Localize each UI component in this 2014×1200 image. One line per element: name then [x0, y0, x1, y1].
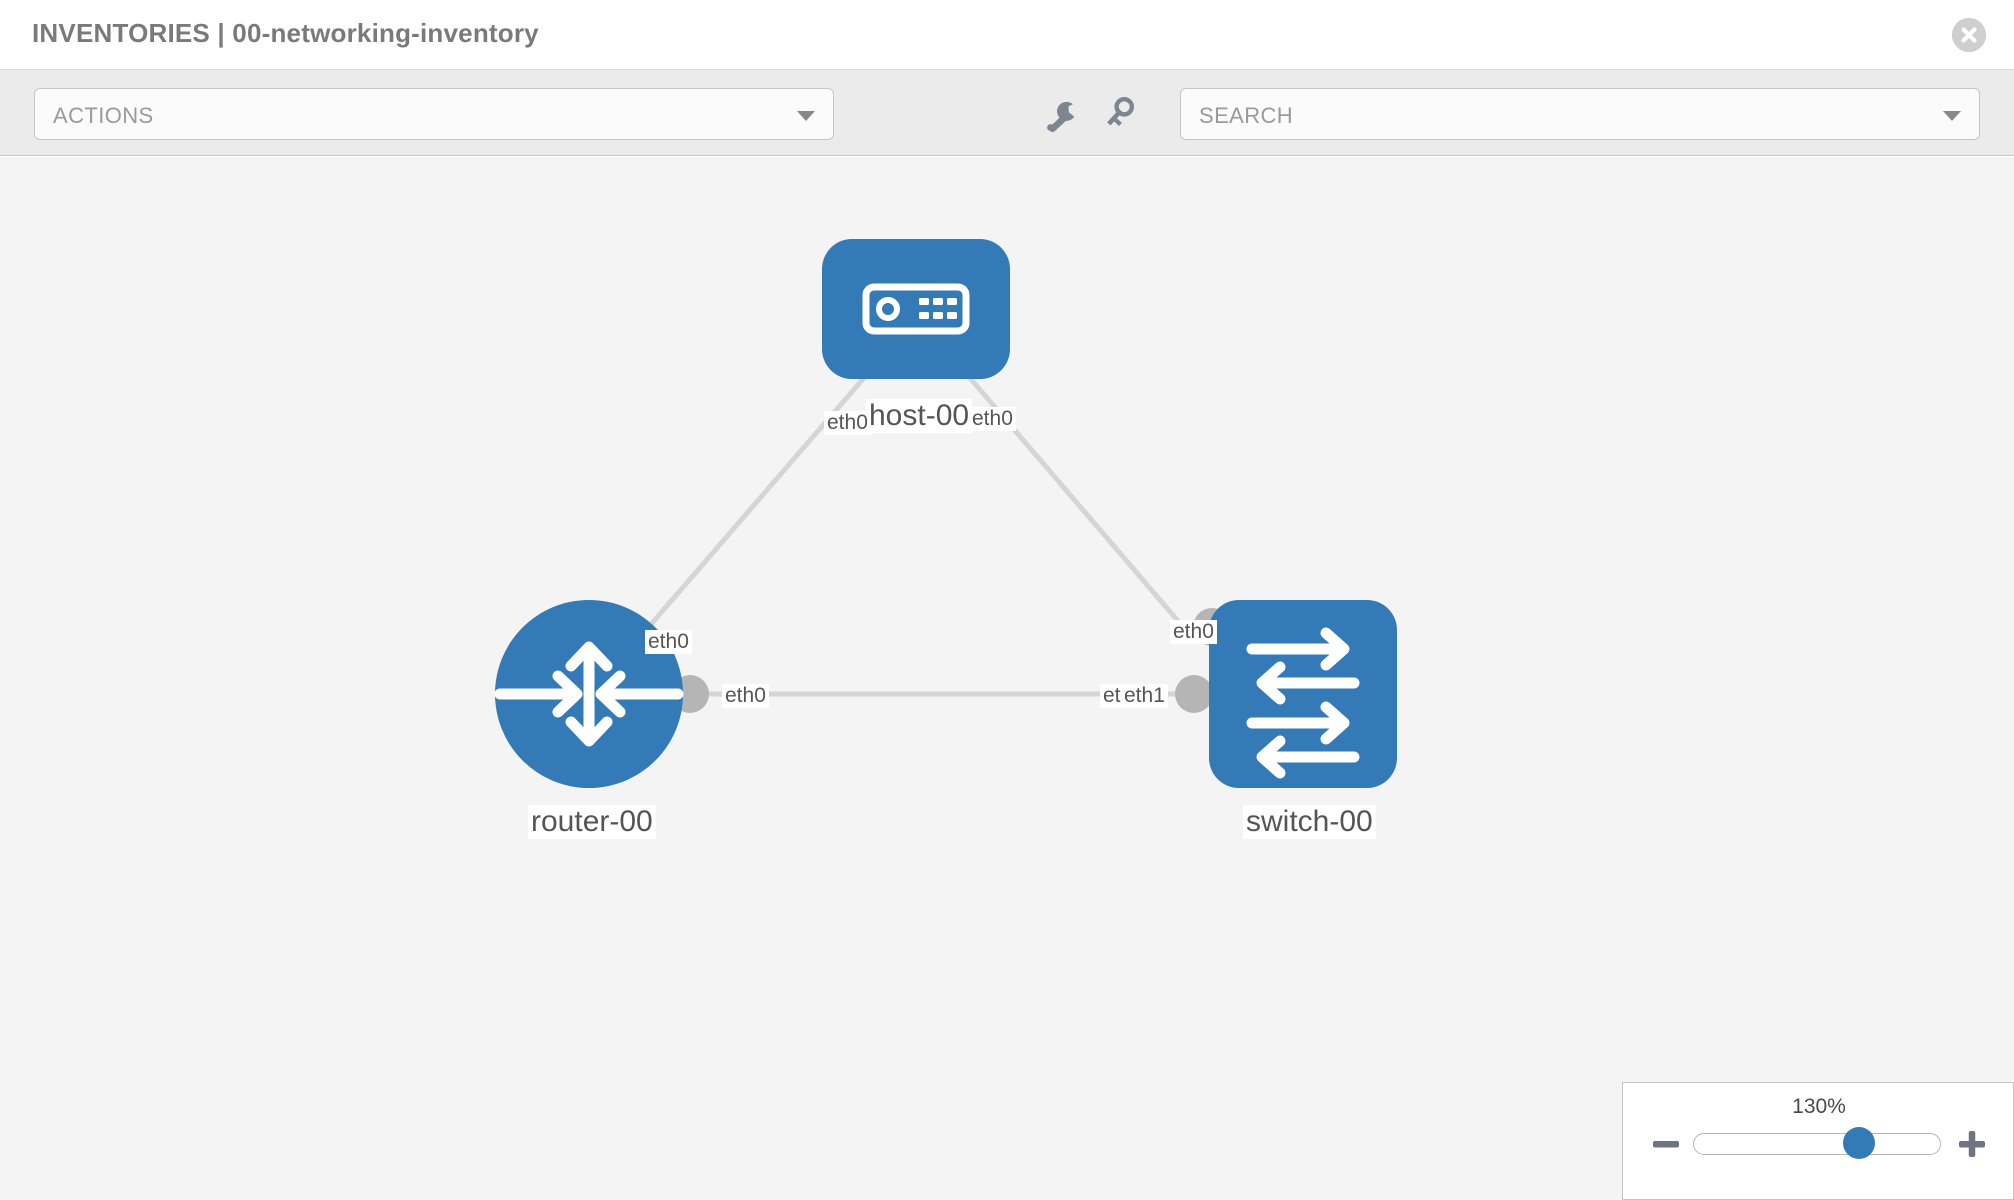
node-host-00[interactable]: [822, 239, 1010, 379]
toolbar: ACTIONS SEARCH: [0, 70, 2014, 156]
link-host00-router00[interactable]: [638, 355, 884, 639]
actions-dropdown[interactable]: ACTIONS: [34, 88, 834, 140]
interface-label-router00-uplink: eth0: [645, 630, 692, 655]
server-icon: [862, 283, 970, 335]
plus-icon: [1959, 1131, 1985, 1157]
minus-icon: [1653, 1141, 1679, 1148]
node-label-router-00: router-00: [528, 805, 656, 839]
topology-canvas[interactable]: host-00 router-00 switch-00 eth0 eth0 et…: [0, 157, 2014, 1200]
interface-label-router00-eth0: eth0: [722, 684, 769, 709]
link-host00-switch00[interactable]: [950, 355, 1192, 637]
close-circle-icon: [1952, 18, 1986, 52]
interface-label-switch00-eth1: eth1: [1121, 684, 1168, 709]
topology-graph: [494, 239, 1397, 788]
zoom-in-button[interactable]: [1955, 1127, 1989, 1161]
switch-arrows-icon: [1246, 627, 1360, 779]
interface-label-host00-right: eth0: [969, 407, 1016, 432]
chevron-down-icon: [797, 111, 815, 121]
search-placeholder: SEARCH: [1199, 103, 1294, 128]
key-icon: [1107, 96, 1135, 126]
node-label-host-00: host-00: [866, 399, 973, 433]
wrench-button[interactable]: [1040, 94, 1084, 138]
node-label-switch-00: switch-00: [1243, 805, 1376, 839]
actions-dropdown-label: ACTIONS: [53, 103, 154, 128]
close-button[interactable]: [1952, 18, 1986, 52]
interface-label-switch00-uplink: eth0: [1170, 620, 1217, 645]
topology-ports: [671, 324, 1231, 713]
search-input[interactable]: SEARCH: [1180, 88, 1980, 140]
zoom-slider-thumb[interactable]: [1843, 1127, 1876, 1159]
zoom-slider-track[interactable]: [1693, 1133, 1941, 1155]
zoom-level-value: 130%: [1792, 1095, 1846, 1118]
chevron-down-icon: [1943, 111, 1961, 121]
port-switch00-eth1[interactable]: [1175, 675, 1213, 713]
page-header: INVENTORIES | 00-networking-inventory: [0, 0, 2014, 70]
node-switch-00[interactable]: [1209, 600, 1397, 788]
router-arrows-icon: [494, 641, 684, 747]
node-router-00[interactable]: [494, 600, 684, 788]
key-button[interactable]: [1102, 94, 1146, 138]
interface-label-host00-left: eth0: [824, 411, 871, 436]
wrench-icon: [1047, 101, 1075, 133]
zoom-out-button[interactable]: [1649, 1127, 1683, 1161]
page-title: INVENTORIES | 00-networking-inventory: [32, 18, 539, 48]
zoom-control-panel: 130%: [1622, 1082, 2014, 1200]
